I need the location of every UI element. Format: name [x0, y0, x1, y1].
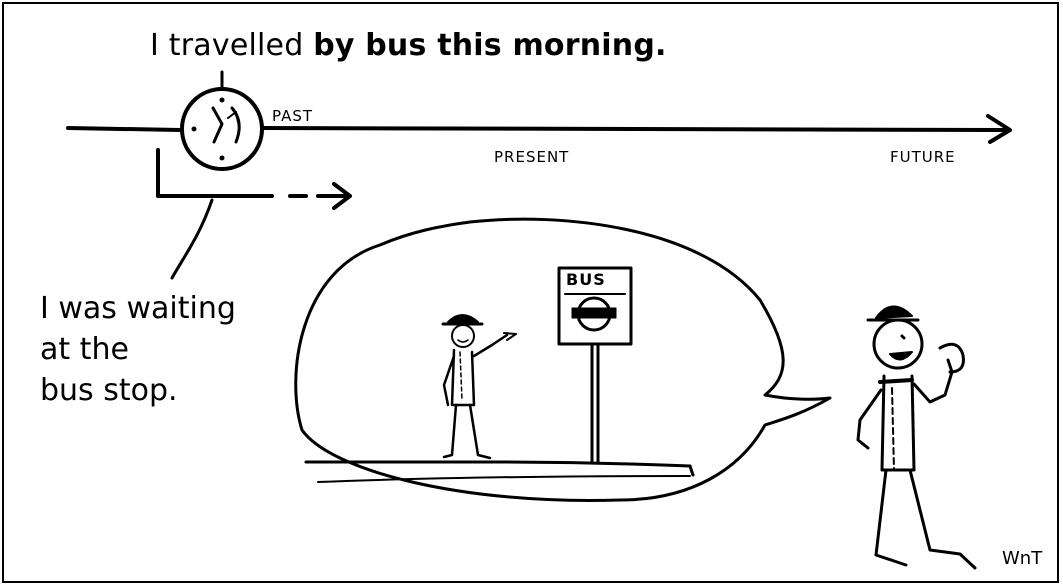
headline: I travelled by bus this morning.	[150, 28, 667, 63]
bus-stop-sign	[559, 268, 631, 462]
timeline-present-label: PRESENT	[494, 148, 569, 166]
speech-bubble	[296, 219, 830, 500]
caption-line-1: I was waiting	[40, 288, 236, 329]
headline-part-2: by bus this morning.	[313, 28, 666, 63]
artist-signature: WnT	[1002, 548, 1042, 569]
caption: I was waiting at the bus stop.	[40, 288, 236, 411]
timeline-past-label: PAST	[272, 107, 313, 125]
caption-line-2: at the	[40, 329, 236, 370]
timeline-line	[68, 116, 1010, 142]
small-stick-figure	[443, 315, 516, 458]
timeline-future-label: FUTURE	[890, 148, 956, 166]
clock-icon	[182, 72, 262, 169]
caption-line-3: bus stop.	[40, 370, 236, 411]
large-stick-figure	[858, 306, 975, 568]
progressive-bracket	[158, 150, 350, 278]
pavement	[306, 462, 693, 482]
headline-part-1: I travelled	[150, 28, 313, 63]
bus-sign-label: BUS	[566, 270, 606, 289]
